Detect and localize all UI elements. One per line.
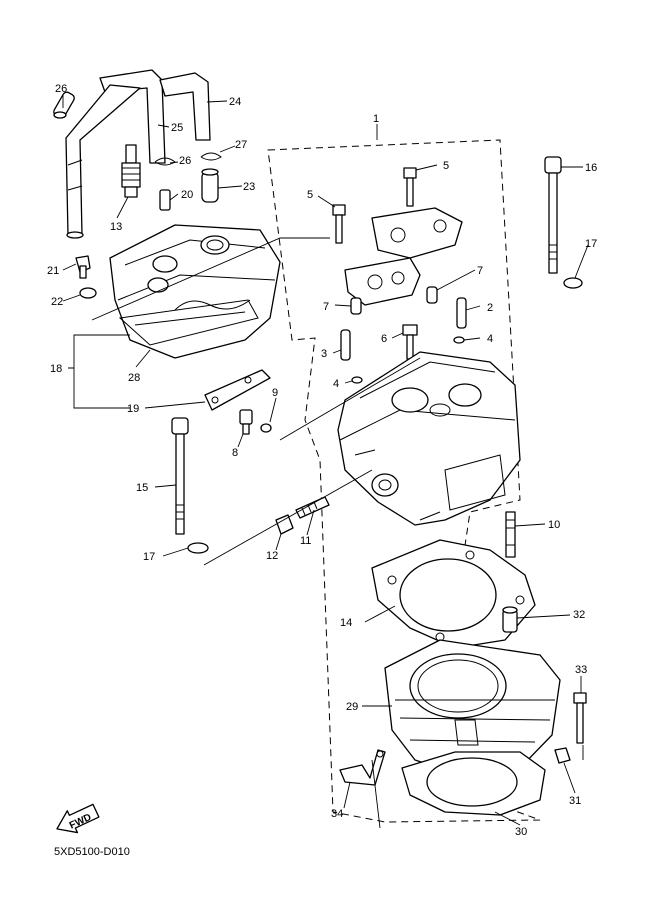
callout-12: 12 [266,550,278,562]
bolt-6 [402,324,418,360]
head-cover [109,224,281,359]
nut-31 [554,747,571,764]
diagram-code: 5XD5100-D010 [54,846,130,858]
callout-2: 2 [487,302,493,314]
bolt-15 [171,417,189,535]
callout-26a: 26 [55,83,67,95]
callout-17b: 17 [585,238,597,250]
hose-fitting [53,91,75,119]
bolt-33 [573,692,587,744]
callout-19: 19 [127,403,139,415]
guide-3 [340,329,351,361]
bracket-34 [339,749,386,786]
callout-21: 21 [47,265,59,277]
callout-7a: 7 [477,265,483,277]
callout-29: 29 [346,701,358,713]
fitting-8 [239,409,253,435]
callout-16: 16 [585,162,597,174]
callout-33: 33 [575,664,587,676]
callout-13: 13 [110,221,122,233]
callout-30: 30 [515,826,527,838]
washer-17b [563,277,583,289]
callout-18: 18 [50,363,62,375]
cylinder-head [337,351,521,526]
grommet [201,168,219,203]
head-cover-gasket [118,299,259,346]
callout-14: 14 [340,617,352,629]
base-gasket [401,751,546,816]
callout-5a: 5 [443,160,449,172]
callout-17a: 17 [143,551,155,563]
washer-9 [260,423,272,433]
callout-labels: 1 2 3 4 4 5 5 6 7 7 8 9 10 11 12 13 14 1… [47,83,597,838]
callout-4a: 4 [487,333,493,345]
gasket-19 [204,369,271,411]
callout-15: 15 [136,482,148,494]
dowel-7a [350,297,362,315]
bolt-5 [332,167,417,244]
seal-4b [351,376,363,384]
callout-10: 10 [548,519,560,531]
callout-6: 6 [381,333,387,345]
cylinder [384,639,561,779]
callout-1: 1 [373,113,379,125]
callout-4b: 4 [333,378,339,390]
callout-23: 23 [243,181,255,193]
callout-26b: 26 [179,155,191,167]
guide-2 [456,297,467,329]
head-gasket [371,539,536,649]
callout-20: 20 [181,189,193,201]
callout-32: 32 [573,609,585,621]
callout-11: 11 [300,535,311,547]
dowel-7b [426,286,438,304]
callout-3: 3 [321,348,327,360]
fwd-arrow-icon: FWD [56,803,100,834]
callout-7b: 7 [323,301,329,313]
callout-27: 27 [235,139,247,151]
washer-22 [79,287,97,299]
stud-10 [505,511,516,558]
spark-plug [121,144,141,198]
nipple [159,189,171,211]
dowel-32 [502,606,518,633]
bolt-21 [75,255,91,279]
callout-25: 25 [171,122,183,134]
washer-17a [187,542,209,554]
camshaft-caps [344,207,463,306]
callout-34: 34 [331,808,343,820]
callout-24: 24 [229,96,241,108]
assembly-outline [267,139,541,823]
bolt-16 [544,156,562,274]
callout-28: 28 [128,372,140,384]
callout-31: 31 [569,795,581,807]
callout-5b: 5 [307,189,313,201]
nut-12 [275,514,294,535]
breather-hose [65,69,211,239]
callout-22: 22 [51,296,63,308]
callout-8: 8 [232,447,238,459]
seal-4a [453,336,465,344]
callout-9: 9 [272,387,278,399]
leader-lines [62,95,589,829]
